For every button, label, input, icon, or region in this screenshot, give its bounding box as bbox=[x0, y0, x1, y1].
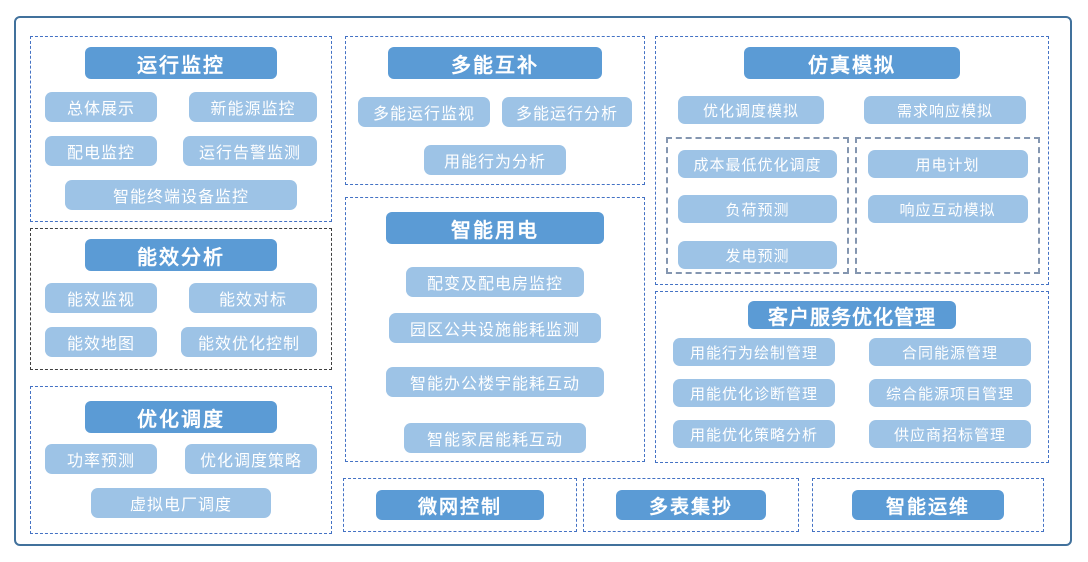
item-contract-energy-management: 合同能源管理 bbox=[869, 338, 1031, 366]
item-park-public-facility-energy-monitoring: 园区公共设施能耗监测 bbox=[389, 313, 601, 343]
module-title-customer-service-optimization: 客户服务优化管理 bbox=[748, 301, 956, 329]
subpanel-simulation-right: 用电计划 响应互动模拟 bbox=[855, 137, 1040, 274]
item-operation-alarm-monitoring: 运行告警监测 bbox=[183, 136, 317, 166]
module-title-energy-efficiency-analysis: 能效分析 bbox=[85, 239, 277, 271]
module-title-smart-power-use: 智能用电 bbox=[386, 212, 604, 244]
panel-customer-service-optimization: 客户服务优化管理 用能行为绘制管理 合同能源管理 用能优化诊断管理 综合能源项目… bbox=[655, 291, 1049, 463]
panel-smart-power-use: 智能用电 配变及配电房监控 园区公共设施能耗监测 智能办公楼宇能耗互动 智能家居… bbox=[345, 197, 645, 462]
module-title-microgrid-control: 微网控制 bbox=[376, 490, 544, 520]
module-title-intelligent-operation-maintenance: 智能运维 bbox=[852, 490, 1004, 520]
panel-operation-monitoring: 运行监控 总体展示 新能源监控 配电监控 运行告警监测 智能终端设备监控 bbox=[30, 36, 332, 222]
item-power-forecast: 功率预测 bbox=[45, 444, 157, 474]
row: 配变及配电房监控 bbox=[346, 267, 644, 297]
module-title-multi-meter-reading: 多表集抄 bbox=[616, 490, 766, 520]
item-supplier-bidding-management: 供应商招标管理 bbox=[869, 420, 1031, 448]
item-power-use-plan: 用电计划 bbox=[867, 150, 1028, 178]
item-energy-behavior-mapping-management: 用能行为绘制管理 bbox=[673, 338, 835, 366]
item-virtual-power-plant-dispatch: 虚拟电厂调度 bbox=[91, 488, 271, 518]
item-energy-efficiency-benchmarking: 能效对标 bbox=[189, 283, 317, 313]
item-distribution-monitoring: 配电监控 bbox=[45, 136, 157, 166]
item-smart-terminal-device-monitoring: 智能终端设备监控 bbox=[65, 180, 297, 210]
item-energy-optimization-strategy-analysis: 用能优化策略分析 bbox=[673, 420, 835, 448]
row: 智能办公楼宇能耗互动 bbox=[346, 367, 644, 397]
panel-multi-energy-complementation: 多能互补 多能运行监视 多能运行分析 用能行为分析 bbox=[345, 36, 645, 185]
module-title-optimal-dispatch: 优化调度 bbox=[85, 401, 277, 433]
item-demand-response-simulation: 需求响应模拟 bbox=[864, 96, 1026, 124]
row: 总体展示 新能源监控 bbox=[31, 92, 331, 122]
item-multi-energy-operation-monitoring: 多能运行监视 bbox=[358, 97, 490, 127]
row: 多能运行监视 多能运行分析 bbox=[346, 97, 644, 127]
row: 智能家居能耗互动 bbox=[346, 423, 644, 453]
panel-intelligent-operation-maintenance: 智能运维 bbox=[812, 478, 1044, 532]
item-overall-display: 总体展示 bbox=[45, 92, 157, 122]
item-energy-efficiency-map: 能效地图 bbox=[45, 327, 157, 357]
row: 用能行为绘制管理 合同能源管理 bbox=[656, 338, 1048, 366]
row: 功率预测 优化调度策略 bbox=[31, 444, 331, 474]
row: 优化调度模拟 需求响应模拟 bbox=[656, 96, 1048, 124]
item-smart-home-energy-interaction: 智能家居能耗互动 bbox=[404, 423, 586, 453]
subpanel-simulation-left: 成本最低优化调度 负荷预测 发电预测 bbox=[666, 137, 849, 274]
row: 能效监视 能效对标 bbox=[31, 283, 331, 313]
item-generation-forecast: 发电预测 bbox=[678, 241, 837, 269]
item-energy-optimization-diagnosis-management: 用能优化诊断管理 bbox=[673, 379, 835, 407]
row: 用能优化策略分析 供应商招标管理 bbox=[656, 420, 1048, 448]
item-transformer-room-monitoring: 配变及配电房监控 bbox=[406, 267, 584, 297]
item-new-energy-monitoring: 新能源监控 bbox=[189, 92, 317, 122]
module-title-simulation: 仿真模拟 bbox=[744, 47, 960, 79]
item-energy-use-behavior-analysis: 用能行为分析 bbox=[424, 145, 566, 175]
row: 园区公共设施能耗监测 bbox=[346, 313, 644, 343]
panel-optimal-dispatch: 优化调度 功率预测 优化调度策略 虚拟电厂调度 bbox=[30, 386, 332, 534]
item-integrated-energy-project-management: 综合能源项目管理 bbox=[869, 379, 1031, 407]
row: 配电监控 运行告警监测 bbox=[31, 136, 331, 166]
module-title-multi-energy-complementation: 多能互补 bbox=[388, 47, 602, 79]
panel-energy-efficiency-analysis: 能效分析 能效监视 能效对标 能效地图 能效优化控制 bbox=[30, 228, 332, 370]
item-optimal-dispatch-simulation: 优化调度模拟 bbox=[678, 96, 824, 124]
item-load-forecast: 负荷预测 bbox=[678, 195, 837, 223]
row: 智能终端设备监控 bbox=[31, 180, 331, 210]
panel-simulation: 仿真模拟 优化调度模拟 需求响应模拟 成本最低优化调度 负荷预测 发电预测 用电… bbox=[655, 36, 1049, 285]
item-energy-efficiency-monitoring: 能效监视 bbox=[45, 283, 157, 313]
panel-microgrid-control: 微网控制 bbox=[343, 478, 577, 532]
row: 用能行为分析 bbox=[346, 145, 644, 175]
module-title-operation-monitoring: 运行监控 bbox=[85, 47, 277, 79]
item-smart-office-building-energy-interaction: 智能办公楼宇能耗互动 bbox=[386, 367, 604, 397]
row: 用能优化诊断管理 综合能源项目管理 bbox=[656, 379, 1048, 407]
item-energy-efficiency-optimization-control: 能效优化控制 bbox=[181, 327, 317, 357]
item-response-interaction-simulation: 响应互动模拟 bbox=[867, 195, 1028, 223]
item-lowest-cost-optimal-dispatch: 成本最低优化调度 bbox=[678, 150, 837, 178]
row: 虚拟电厂调度 bbox=[31, 488, 331, 518]
panel-multi-meter-reading: 多表集抄 bbox=[583, 478, 799, 532]
item-multi-energy-operation-analysis: 多能运行分析 bbox=[502, 97, 632, 127]
row: 能效地图 能效优化控制 bbox=[31, 327, 331, 357]
item-optimal-dispatch-strategy: 优化调度策略 bbox=[185, 444, 317, 474]
